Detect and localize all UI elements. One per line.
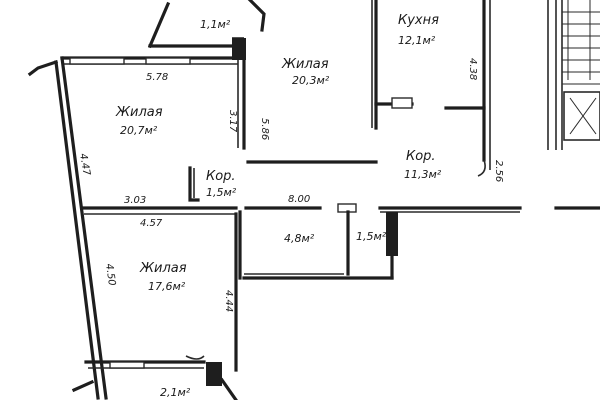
top-small-wall xyxy=(147,1,171,49)
window-top-left-1 xyxy=(69,57,125,65)
dim-3-17: 3.17 xyxy=(227,110,238,133)
bottom-window xyxy=(109,361,145,369)
small-corridor-wall xyxy=(188,166,200,202)
dimension-labels: 5.78 5.86 3.17 4.38 4.47 3.03 4.57 8.00 … xyxy=(77,58,504,312)
kitchen-door-block xyxy=(391,97,413,109)
stair-landing xyxy=(563,91,600,141)
dim-5-78: 5.78 xyxy=(146,72,168,83)
walls xyxy=(27,0,600,400)
dim-4-47: 4.47 xyxy=(77,153,92,177)
stair-treads xyxy=(562,0,600,85)
dim-2-56: 2.56 xyxy=(493,160,504,182)
corridor-main-area: 11,3м² xyxy=(404,168,442,181)
living-left-name: Жилая xyxy=(115,105,163,120)
dim-4-38: 4.38 xyxy=(467,58,478,80)
door-swing-bottom xyxy=(185,355,205,360)
door-swing-corridor xyxy=(477,159,486,177)
living-bottom-name: Жилая xyxy=(139,261,187,276)
storage-column xyxy=(386,212,398,256)
balcony-bottom-area: 2,1м² xyxy=(160,386,191,399)
living-left-area: 20,7м² xyxy=(120,124,158,137)
corridor-small-name: Кор. xyxy=(206,169,236,184)
stair-landing-cross-2 xyxy=(569,97,597,135)
storage-b-area: 1,5м² xyxy=(356,230,387,243)
dim-4-50: 4.50 xyxy=(103,263,117,287)
top-small-wall-right xyxy=(247,0,266,32)
corridor-main-name: Кор. xyxy=(406,149,436,164)
top-small-area: 1,1м² xyxy=(200,18,231,31)
outer-wall-left-inner xyxy=(54,60,100,400)
storage-a-area: 4,8м² xyxy=(284,232,315,245)
bottom-wall-left-stub xyxy=(71,379,95,393)
outer-wall-stub xyxy=(27,59,59,77)
living-bottom-area: 17,6м² xyxy=(148,280,186,293)
bottom-wall-right xyxy=(219,377,238,400)
dim-3-03: 3.03 xyxy=(124,195,146,206)
living-top-name: Жилая xyxy=(281,57,329,72)
dim-8-00: 8.00 xyxy=(288,194,310,205)
room-labels: 1,1м² Жилая 20,3м² Кухня 12,1м² Жилая 20… xyxy=(115,13,442,399)
dim-4-44: 4.44 xyxy=(223,290,234,312)
window-top-left-2 xyxy=(145,57,191,65)
dim-4-57: 4.57 xyxy=(140,218,163,229)
bottom-column xyxy=(206,362,222,386)
dim-5-86: 5.86 xyxy=(259,118,270,140)
outer-wall-left xyxy=(60,56,108,400)
corridor-small-area: 1,5м² xyxy=(206,186,237,199)
kitchen-name: Кухня xyxy=(398,13,439,28)
living-top-area: 20,3м² xyxy=(292,74,330,87)
kitchen-area: 12,1м² xyxy=(398,34,436,47)
